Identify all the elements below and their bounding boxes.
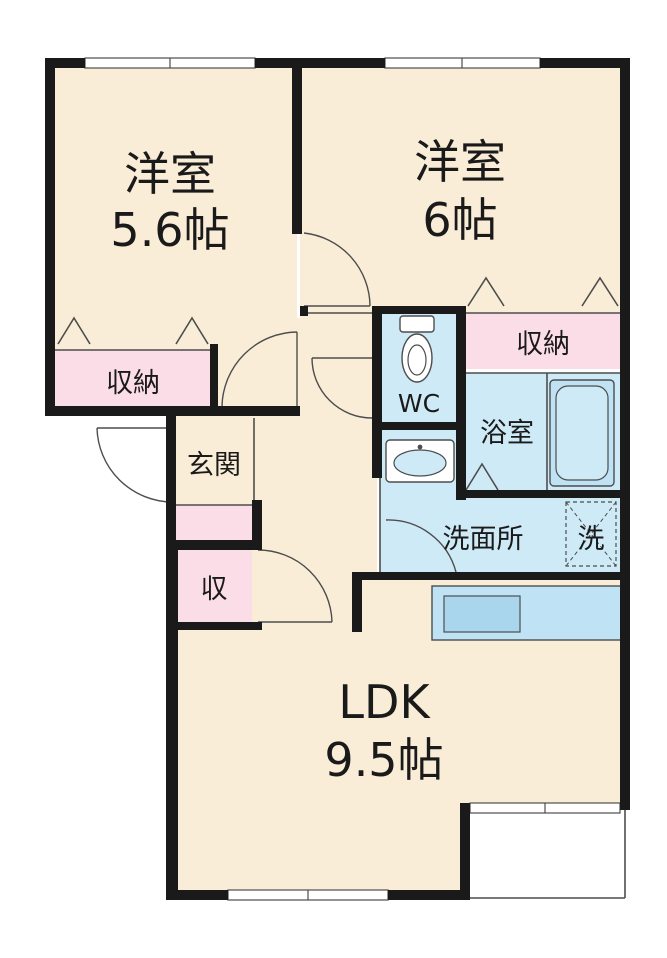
western-room-right-name: 洋室 (414, 135, 506, 189)
washroom-label: 洗面所 (443, 524, 524, 555)
bath-label: 浴室 (480, 418, 534, 449)
western-room-right-size: 6帖 (422, 193, 497, 247)
closet-door-marks (57, 276, 619, 491)
storage-left-label: 収納 (106, 368, 160, 399)
small-storage (176, 548, 252, 622)
ldk-name: LDK (338, 675, 431, 729)
door-swings (96, 232, 457, 623)
western-room-right (300, 68, 622, 318)
western-room-left-size: 5.6帖 (110, 203, 229, 257)
balcony (465, 808, 625, 898)
walls (45, 58, 630, 900)
storage-right-label: 収納 (516, 329, 570, 360)
entrance-storage (176, 505, 252, 545)
toilet-icon (399, 315, 435, 383)
storage-right (465, 313, 622, 369)
small-storage-label: 収 (201, 574, 228, 605)
wc-label: WC (398, 389, 440, 418)
bathtub-icon (549, 379, 615, 487)
entrance-label: 玄関 (187, 450, 241, 481)
laundry-label: 洗 (578, 524, 605, 555)
western-room-left-name: 洋室 (124, 147, 216, 201)
ldk-size: 9.5帖 (324, 733, 443, 787)
washbasin-icon (385, 439, 455, 483)
kitchen-counter-icon (431, 585, 623, 641)
storage-left (55, 350, 215, 406)
laundry-pan (565, 501, 617, 567)
